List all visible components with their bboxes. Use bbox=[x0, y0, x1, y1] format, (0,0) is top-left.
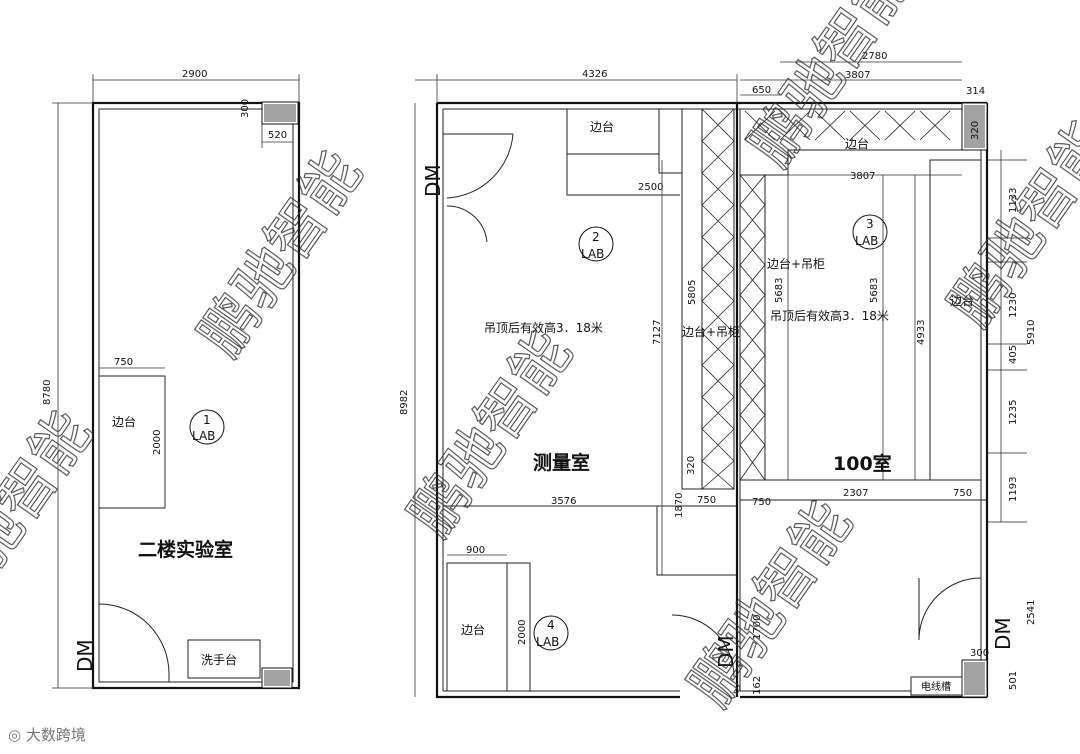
watermark-1: 鹏驰智能 bbox=[186, 139, 375, 368]
dim-5910: 5910 bbox=[1026, 320, 1037, 345]
room-2-ceiling-note: 吊顶后有效高3．18米 bbox=[484, 320, 603, 335]
lab-marker-2 bbox=[578, 226, 614, 262]
lab-marker-3-lab: LAB bbox=[855, 234, 878, 248]
dim-750-r3a: 750 bbox=[752, 497, 771, 508]
watermark-2: 鹏驰智能 bbox=[396, 319, 585, 548]
bench-room1-label: 边台 bbox=[112, 414, 136, 429]
footer-brand-icon: ◎ bbox=[8, 726, 26, 744]
dim-2780: 2780 bbox=[862, 51, 887, 62]
door-mark-room3: DM bbox=[991, 617, 1015, 650]
dim-room1-width: 2900 bbox=[182, 69, 207, 80]
dim-501: 501 bbox=[1008, 671, 1019, 690]
door-swing-room4 bbox=[671, 614, 735, 678]
dim-3807-top: 3807 bbox=[845, 70, 870, 81]
dim-1133: 1133 bbox=[1008, 188, 1019, 213]
dim-5805: 5805 bbox=[687, 280, 698, 305]
room-1-outer-wall bbox=[91, 101, 301, 690]
room-2-name: 测量室 bbox=[533, 451, 590, 474]
dim-750-r3b: 750 bbox=[953, 488, 972, 499]
room-3-name: 100室 bbox=[833, 452, 892, 475]
dim-750-r2: 750 bbox=[697, 495, 716, 506]
lab-marker-1-lab: LAB bbox=[192, 429, 215, 443]
door-swing-room1 bbox=[98, 603, 170, 675]
watermark-6: 鹏驰智能 bbox=[936, 109, 1080, 338]
dim-900: 900 bbox=[466, 545, 485, 556]
dim-750-r1: 750 bbox=[114, 357, 133, 368]
dim-1230: 1230 bbox=[1008, 293, 1019, 318]
door-mark-room2: DM bbox=[421, 164, 445, 197]
lab-marker-1 bbox=[189, 409, 225, 445]
lab-marker-3 bbox=[852, 214, 888, 250]
door-mark-room4: DM bbox=[714, 635, 738, 668]
cable-tray bbox=[910, 676, 963, 696]
dim-3576: 3576 bbox=[551, 496, 576, 507]
dim-3807-inner: 3807 bbox=[850, 171, 875, 182]
lab-marker-1-number: 1 bbox=[203, 413, 211, 427]
dim-1235: 1235 bbox=[1008, 400, 1019, 425]
dim-320-r2: 320 bbox=[686, 456, 697, 475]
bench-room3-top-label: 边台 bbox=[845, 136, 869, 151]
door-swing-room3 bbox=[918, 577, 982, 641]
lab-marker-4-lab: LAB bbox=[536, 635, 559, 649]
dim-1870: 1870 bbox=[674, 493, 685, 518]
watermark-5: 鹏驰智能 bbox=[0, 399, 105, 628]
lab-marker-4-number: 4 bbox=[547, 618, 555, 632]
room-1-name: 二楼实验室 bbox=[138, 538, 233, 561]
watermark-layer: 鹏驰智能 鹏驰智能 鹏驰智能 鹏驰智能 鹏驰智能 鹏驰智能 bbox=[0, 0, 1080, 719]
right-plan: 4326 2780 3807 650 314 8982 DM 边台 2500 bbox=[399, 51, 1037, 699]
dim-5683-b: 5683 bbox=[869, 278, 880, 303]
dim-320-r3: 320 bbox=[970, 121, 981, 140]
cable-tray-label: 电线槽 bbox=[921, 680, 951, 693]
cabinet-room3-top bbox=[740, 108, 963, 176]
room-1-inner-wall bbox=[98, 108, 294, 683]
dim-300-r1: 300 bbox=[240, 99, 251, 118]
dim-314: 314 bbox=[966, 86, 985, 97]
dim-4326: 4326 bbox=[582, 69, 607, 80]
cabinet-strip-1 bbox=[701, 108, 735, 490]
cabinet-strip-2 bbox=[739, 174, 766, 481]
sink-label: 洗手台 bbox=[201, 652, 237, 667]
bench-room3-left-label: 边台+吊柜 bbox=[767, 256, 825, 271]
room-2-4-left-wall bbox=[435, 103, 680, 699]
lab-marker-2-lab: LAB bbox=[581, 247, 604, 261]
dim-2500: 2500 bbox=[638, 182, 663, 193]
door-mark-room1: DM bbox=[73, 639, 97, 672]
dim-162: 162 bbox=[752, 676, 763, 695]
dim-650: 650 bbox=[752, 85, 771, 96]
dim-8982: 8982 bbox=[399, 390, 410, 415]
footer-brand: ◎ 大数跨境 bbox=[8, 724, 86, 745]
dim-2000-r1: 2000 bbox=[152, 430, 163, 455]
dim-405: 405 bbox=[1008, 345, 1019, 364]
dim-520: 520 bbox=[268, 130, 287, 141]
sink-room1 bbox=[187, 639, 261, 679]
bench-room2-right-label: 边台+吊柜 bbox=[682, 324, 740, 339]
dim-2307: 2307 bbox=[843, 488, 868, 499]
bench-room2-top-label: 边台 bbox=[590, 119, 614, 134]
dim-5683-a: 5683 bbox=[774, 278, 785, 303]
dim-300-r3: 300 bbox=[970, 648, 989, 659]
room-3-ceiling-note: 吊顶后有效高3．18米 bbox=[770, 308, 889, 323]
dim-2000-r4: 2000 bbox=[517, 620, 528, 645]
lab-marker-3-number: 3 bbox=[866, 217, 874, 231]
bench-room3-right bbox=[929, 159, 982, 481]
lab-marker-4 bbox=[533, 615, 569, 651]
bench-room3-right-label: 边台 bbox=[950, 293, 974, 308]
dim-2541: 2541 bbox=[1026, 600, 1037, 625]
dim-1700: 1700 bbox=[752, 615, 763, 640]
door-swing-room2 bbox=[446, 133, 514, 199]
dim-room1-height: 8780 bbox=[42, 380, 53, 405]
bench-room4-label: 边台 bbox=[461, 622, 485, 637]
lab-marker-2-number: 2 bbox=[592, 230, 600, 244]
watermark-3: 鹏驰智能 bbox=[676, 489, 865, 718]
dim-7127: 7127 bbox=[652, 320, 663, 345]
room-1-plan: 2900 8780 300 520 750 2000 边台 1 LAB 二楼实验… bbox=[42, 69, 301, 690]
dim-1193: 1193 bbox=[1008, 477, 1019, 502]
footer-brand-text: 大数跨境 bbox=[25, 726, 86, 744]
dim-4933: 4933 bbox=[916, 320, 927, 345]
